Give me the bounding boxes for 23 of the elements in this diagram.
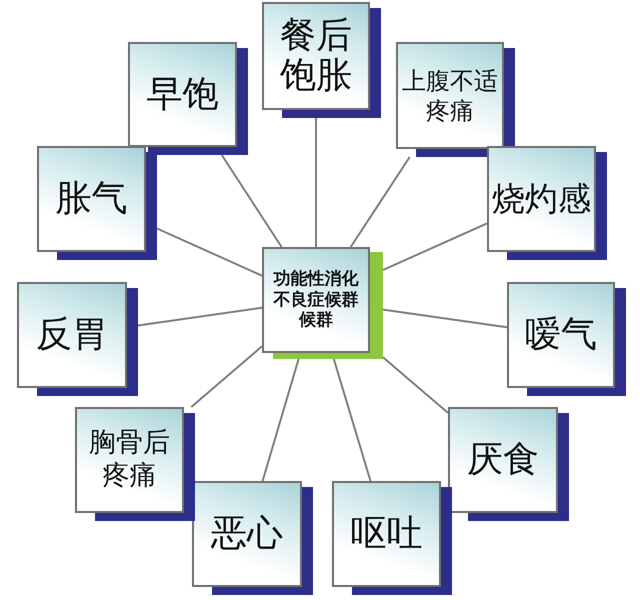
symptom-box: 呕吐 [332, 481, 452, 595]
symptom-box: 上腹不适疼痛 [396, 42, 515, 157]
connector-line [156, 228, 262, 277]
connector-line [332, 358, 372, 482]
connector-line [220, 154, 282, 248]
symptom-box: 餐后饱胀 [262, 2, 381, 118]
connector-line [382, 356, 449, 414]
connector-line [350, 156, 411, 248]
connector-line [190, 346, 263, 408]
symptom-box: 烧灼感 [487, 146, 607, 260]
symptom-box: 反胃 [17, 282, 138, 396]
symptom-box: 嗳气 [507, 282, 626, 396]
symptom-box: 厌食 [448, 407, 569, 521]
symptom-box: 恶心 [192, 481, 313, 595]
symptom-box: 胀气 [37, 146, 157, 260]
connector-line [138, 306, 262, 326]
connector-line [382, 222, 488, 271]
connector-line [315, 118, 317, 247]
connector-line [382, 308, 508, 328]
hub-box: 功能性消化不良症候群候群 [262, 247, 383, 359]
symptom-box: 早饱 [128, 42, 248, 155]
connector-line [262, 358, 300, 482]
symptom-box: 胸骨后疼痛 [75, 407, 195, 521]
